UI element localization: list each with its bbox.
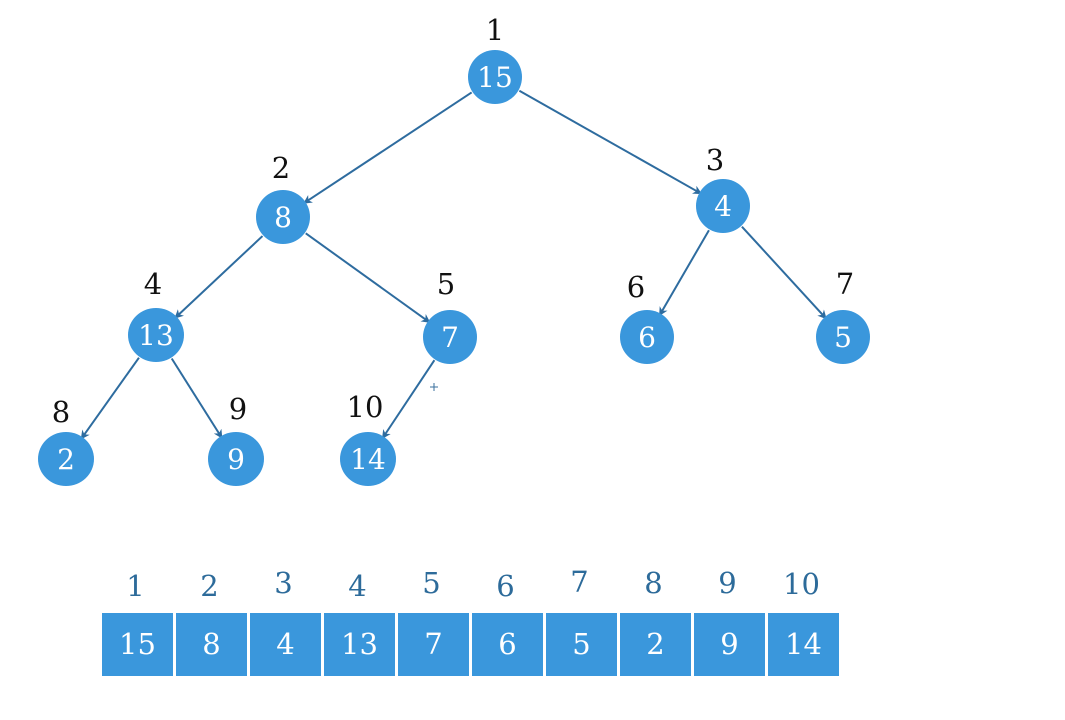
- tree-node-circle: [423, 310, 477, 364]
- array-cell-box: [398, 613, 469, 676]
- array-cell-box: [176, 613, 247, 676]
- array-index-label: 4: [348, 569, 366, 603]
- array-cell-value: 9: [720, 627, 738, 661]
- array-cell-value: 5: [572, 627, 590, 661]
- tree-node-index: 9: [229, 392, 247, 426]
- array-cell-value: 2: [646, 627, 664, 661]
- tree-node-index: 5: [437, 267, 455, 301]
- array-cell-value: 15: [119, 627, 156, 661]
- tree-node-value: 5: [834, 321, 852, 354]
- tree-node-value: 9: [227, 443, 245, 476]
- array-cell-value: 6: [498, 627, 516, 661]
- tree-node-index: 8: [52, 395, 70, 429]
- array-index-label: 10: [783, 567, 820, 601]
- tree-node-value: 4: [714, 190, 732, 223]
- tree-node-index: 7: [836, 267, 854, 301]
- array-cell-1: 15 1: [102, 569, 173, 676]
- array-cell-10: 14 10: [768, 567, 839, 676]
- tree-node-1: 151: [468, 13, 522, 104]
- tree-node-circle: [340, 432, 396, 486]
- array-index-label: 9: [718, 566, 736, 600]
- tree-node-value: 7: [441, 321, 459, 354]
- array-cell-9: 99: [694, 566, 765, 676]
- tree-node-value: 8: [274, 201, 292, 234]
- tree-node-circle: [696, 179, 750, 233]
- array-cell-box: [546, 613, 617, 676]
- tree-node-circle: [468, 50, 522, 104]
- tree-edge-3-7: [741, 225, 827, 320]
- array-cell-box: [250, 613, 321, 676]
- tree-node-8: 28: [38, 395, 94, 486]
- tree-node-index: 1: [486, 13, 504, 47]
- tree-node-value: 13: [138, 319, 174, 352]
- tree-edge-2-4: [174, 235, 264, 319]
- array-cell-box: [102, 613, 173, 676]
- array-cell-4: 13 4: [324, 569, 395, 676]
- cursor-crosshair-icon: [430, 383, 438, 391]
- tree-node-index: 3: [706, 143, 724, 177]
- tree-node-5: 75: [423, 267, 477, 364]
- tree-node-circle: [620, 310, 674, 364]
- tree-node-index: 4: [144, 267, 162, 301]
- array-cell-value: 4: [276, 627, 294, 661]
- array-index-label: 3: [274, 566, 292, 600]
- array-cell-value: 14: [785, 627, 822, 661]
- array-index-label: 5: [422, 566, 440, 600]
- tree-node-6: 66: [620, 270, 674, 364]
- tree-node-circle: [38, 432, 94, 486]
- tree-node-index: 10: [347, 390, 384, 424]
- tree-node-circle: [256, 190, 310, 244]
- array-cell-7: 57: [546, 565, 617, 676]
- array-cell-box: [768, 613, 839, 676]
- tree-edge-4-8: [80, 357, 140, 440]
- array-cell-value: 8: [202, 627, 220, 661]
- array-cell-5: 75: [398, 566, 469, 676]
- array-index-label: 1: [126, 569, 144, 603]
- array-cell-value: 13: [341, 627, 378, 661]
- tree-node-value: 15: [477, 61, 513, 94]
- tree-node-index: 2: [272, 151, 290, 185]
- tree-node-circle: [816, 310, 870, 364]
- array-index-label: 6: [496, 569, 514, 603]
- tree-node-10: 14 10: [340, 390, 396, 486]
- array-index-label: 2: [200, 569, 218, 603]
- tree-node-value: 6: [638, 321, 656, 354]
- tree-node-3: 43: [696, 143, 750, 233]
- tree-node-7: 57: [816, 267, 870, 364]
- array-cell-box: [472, 613, 543, 676]
- array-index-label: 8: [644, 566, 662, 600]
- array-cell-3: 43: [250, 566, 321, 676]
- tree-edge-3-6: [658, 229, 710, 317]
- tree-node-value: 14: [350, 443, 386, 476]
- array-index-label: 7: [570, 565, 588, 599]
- tree-node-index: 6: [627, 270, 645, 304]
- tree-edge-4-9: [170, 357, 223, 439]
- array-cell-box: [620, 613, 691, 676]
- tree-node-2: 82: [256, 151, 310, 244]
- tree-edge-2-5: [305, 232, 431, 324]
- array-cell-box: [694, 613, 765, 676]
- array-cell-value: 7: [424, 627, 442, 661]
- array-cell-2: 82: [176, 569, 247, 676]
- tree-node-circle: [208, 432, 264, 486]
- tree-edge-5-10: [381, 359, 436, 440]
- tree-node-9: 99: [208, 392, 264, 486]
- tree-node-4: 13 4: [128, 267, 184, 362]
- array-cell-box: [324, 613, 395, 676]
- tree-edges: [80, 89, 827, 440]
- array-cell-6: 66: [472, 569, 543, 676]
- tree-node-circle: [128, 308, 184, 362]
- array-cell-8: 28: [620, 566, 691, 676]
- tree-edge-1-2: [303, 91, 473, 205]
- tree-node-value: 2: [57, 443, 75, 476]
- tree-edge-1-3: [518, 89, 703, 195]
